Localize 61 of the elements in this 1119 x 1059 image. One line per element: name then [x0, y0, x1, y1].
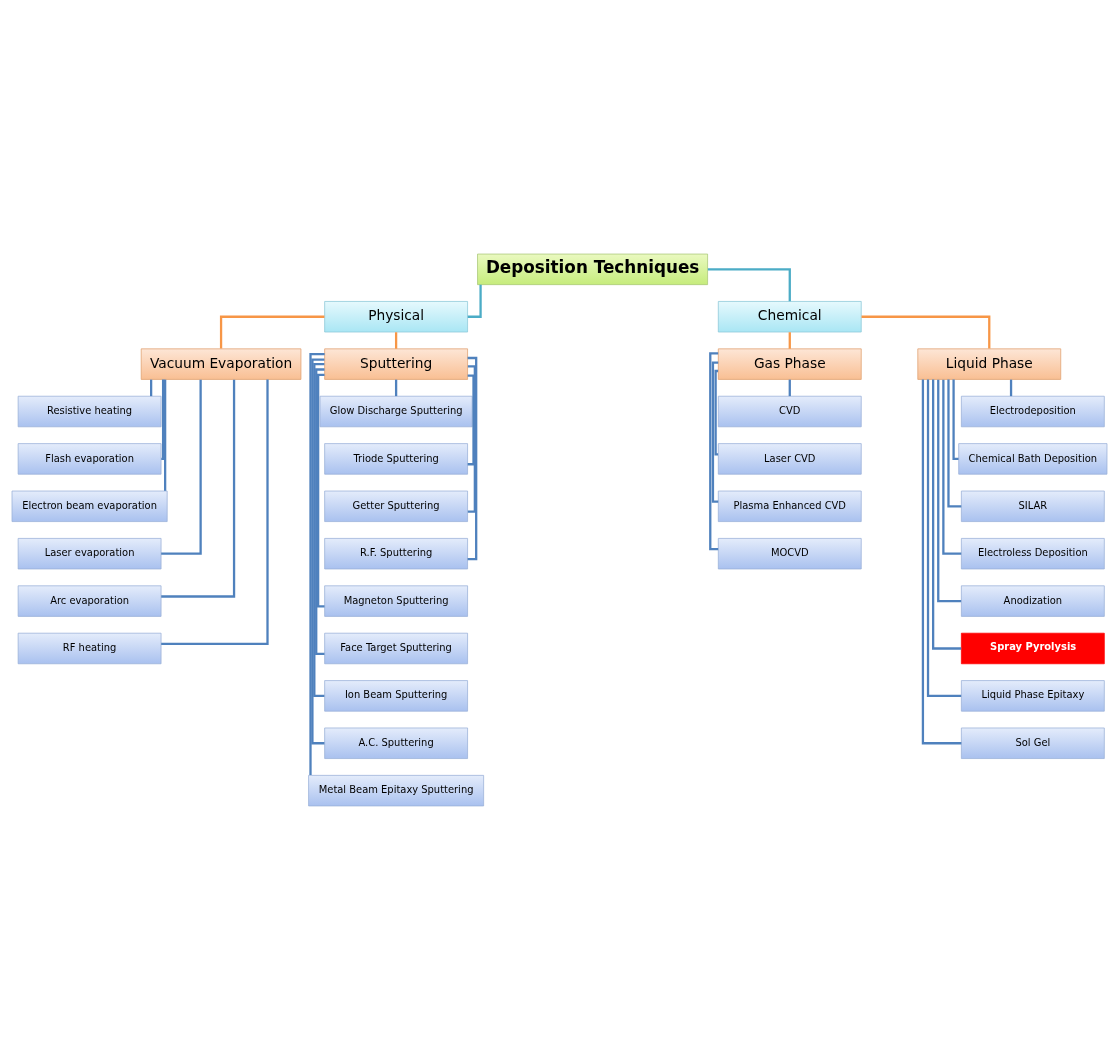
connector: [937, 379, 962, 602]
connector: [309, 352, 325, 775]
node-box: Metal Beam Epitaxy Sputtering: [308, 774, 484, 806]
connector: [311, 357, 325, 744]
node-box: Gas Phase: [717, 347, 862, 380]
node-box: Spray Pyrolysis: [961, 632, 1105, 664]
node-box: CVD: [717, 395, 862, 427]
node-box: Electroless Deposition: [961, 537, 1105, 569]
connector: [467, 284, 482, 318]
node-box: Glow Discharge Sputtering: [319, 395, 473, 427]
connector: [467, 373, 475, 465]
node-box: Electrodeposition: [961, 395, 1105, 427]
node-box: Ion Beam Sputtering: [324, 679, 468, 712]
node-box: Arc evaporation: [17, 584, 162, 617]
node-box: Electron beam evaporation: [11, 490, 168, 522]
connector: [932, 378, 962, 650]
node-box: Face Target Sputtering: [324, 632, 468, 664]
connector: [315, 367, 325, 655]
node-box: Plasma Enhanced CVD: [717, 490, 862, 522]
node-box: Vacuum Evaporation: [140, 347, 302, 380]
node-box: R.F. Sputtering: [324, 537, 468, 569]
connector: [161, 379, 202, 555]
connector: [711, 360, 719, 503]
connector: [161, 379, 236, 598]
connector: [942, 379, 962, 555]
node-box: Sol Gel: [961, 727, 1105, 759]
node-box: Sputtering: [324, 347, 468, 380]
node-box: RF heating: [17, 632, 162, 664]
node-box: Chemical Bath Deposition: [958, 442, 1108, 475]
node-box: Liquid Phase Epitaxy: [961, 679, 1105, 712]
connector: [160, 379, 165, 460]
node-box: Deposition Techniques: [477, 253, 708, 285]
connector: [219, 315, 325, 349]
node-box: Liquid Phase: [917, 347, 1062, 380]
connector: [161, 379, 269, 645]
node-box: Physical: [324, 300, 468, 332]
node-box: Laser CVD: [717, 442, 862, 475]
connector: [921, 378, 962, 744]
connector: [952, 379, 959, 460]
node-box: SILAR: [961, 490, 1105, 522]
connector: [313, 362, 325, 697]
connector: [707, 267, 791, 301]
connector: [947, 379, 962, 507]
connector: [467, 356, 478, 560]
node-box: MOCVD: [717, 537, 862, 569]
node-box: Triode Sputtering: [324, 442, 468, 475]
node-box: Laser evaporation: [17, 537, 162, 569]
node-box: A.C. Sputtering: [324, 727, 468, 759]
node-box: Resistive heating: [17, 395, 162, 427]
connector: [467, 364, 476, 513]
node-box: Flash evaporation: [17, 442, 162, 475]
connector: [709, 351, 719, 550]
node-box: Chemical: [717, 300, 862, 332]
node-box: Magneton Sputtering: [324, 584, 468, 617]
node-box: Anodization: [961, 584, 1105, 617]
connector: [926, 378, 962, 697]
connector: [861, 315, 991, 349]
connector: [317, 373, 325, 608]
connector: [714, 369, 719, 455]
connector: [164, 379, 167, 491]
node-box: Getter Sputtering: [324, 490, 468, 522]
